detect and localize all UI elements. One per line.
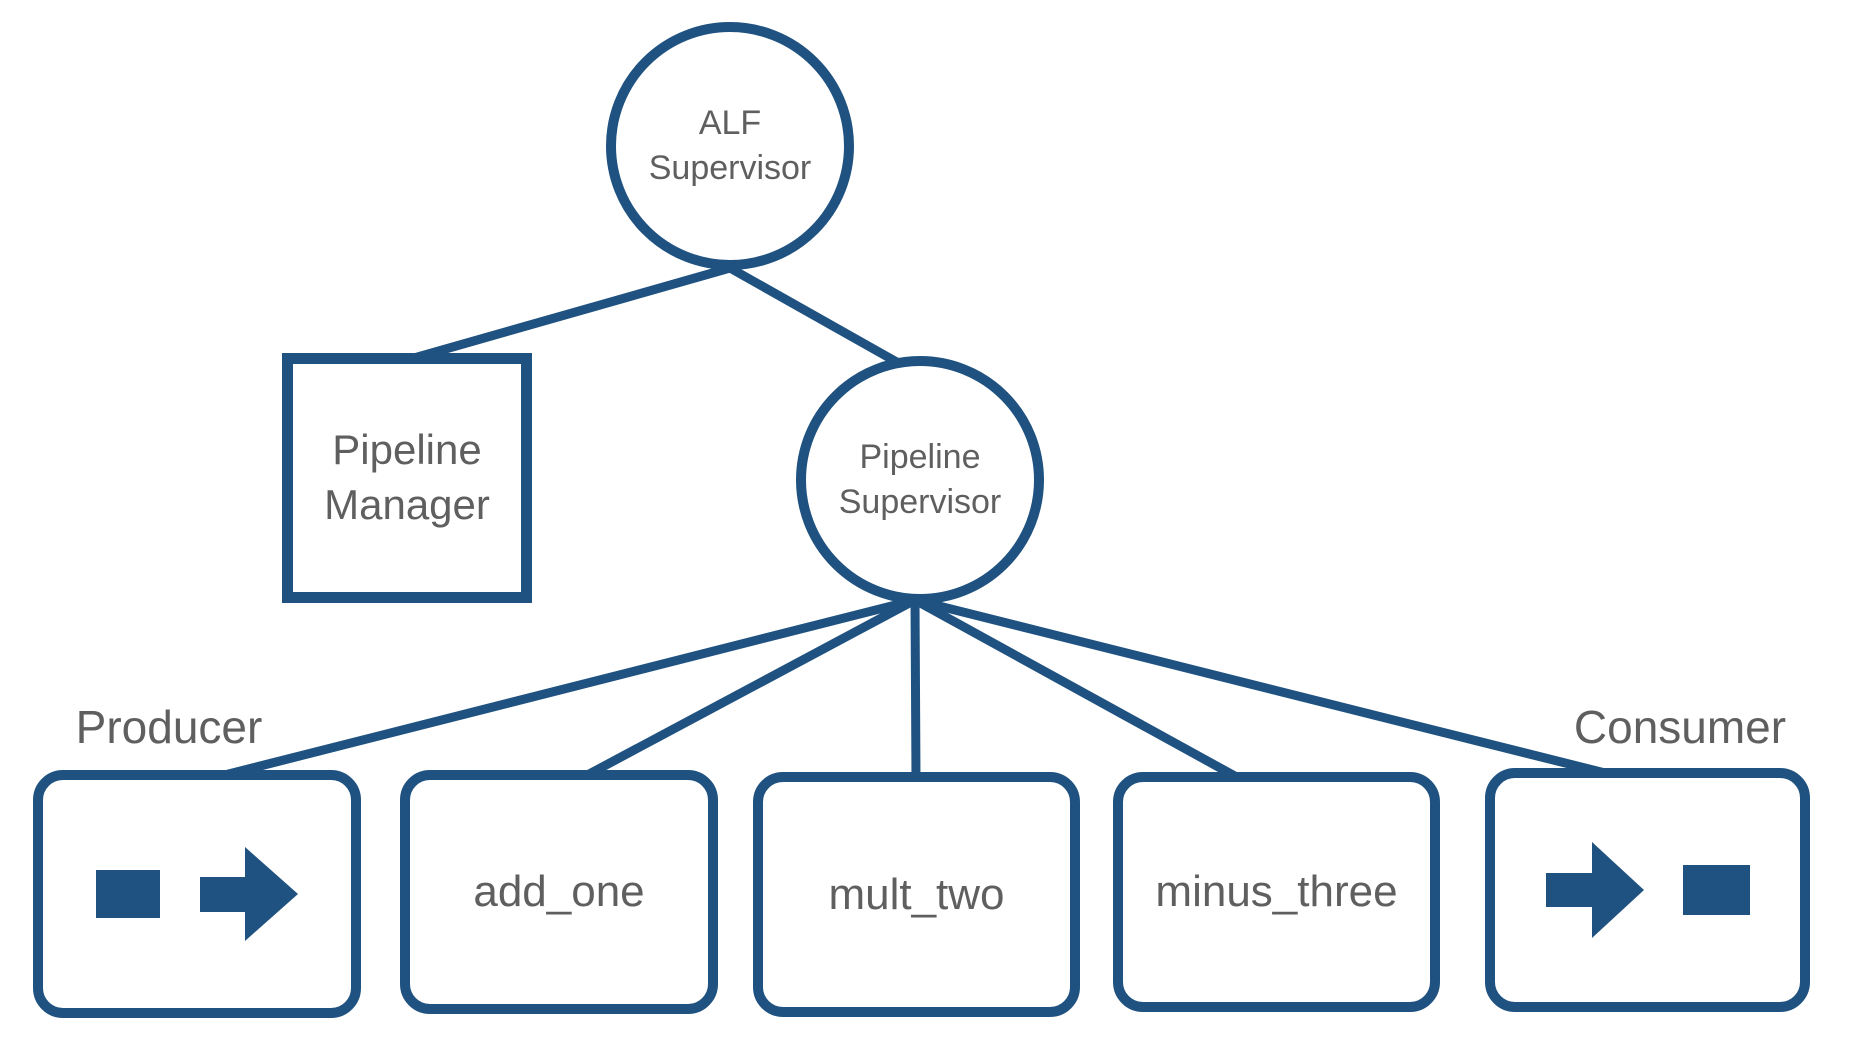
alf-supervisor-node: ALF Supervisor [606, 22, 854, 270]
add-one-label: add_one [473, 867, 645, 916]
pipeline-manager-node: Pipeline Manager [282, 353, 532, 603]
pipeline-supervisor-label-line1: Pipeline [859, 438, 981, 477]
arrow-shaft-glyph [200, 877, 245, 912]
square-glyph [1682, 865, 1750, 915]
square-then-arrow-right-icon [96, 847, 298, 941]
square-glyph [96, 870, 160, 918]
minus-three-label: minus_three [1155, 867, 1398, 916]
pipeline-supervisor-node: Pipeline Supervisor [796, 356, 1044, 604]
mult-two-label: mult_two [828, 869, 1005, 919]
alf-supervisor-label-line1: ALF [698, 104, 762, 143]
edge-supervisor-to-mult-two [910, 595, 921, 785]
edge-supervisor-to-producer [200, 595, 920, 785]
arrow-right-then-square-icon [1545, 842, 1750, 938]
mult-two-node: mult_two [753, 772, 1080, 1017]
pipeline-manager-label-line1: Pipeline [332, 426, 482, 474]
edge-alf-to-manager [395, 263, 735, 367]
pipeline-supervisor-label-line2: Supervisor [838, 483, 1002, 521]
pipeline-manager-label-line2: Manager [324, 481, 490, 528]
edge-supervisor-to-consumer [910, 595, 1630, 783]
minus-three-node: minus_three [1113, 772, 1440, 1012]
arrow-head-glyph [245, 847, 298, 941]
edge-supervisor-to-add-one [573, 595, 920, 785]
arrow-head-glyph [1591, 842, 1644, 938]
edge-supervisor-to-minus-three [910, 595, 1247, 785]
arrow-shaft-glyph [1545, 873, 1592, 907]
producer-node [33, 770, 361, 1018]
consumer-caption: Consumer [1573, 701, 1787, 753]
producer-caption: Producer [75, 701, 263, 753]
alf-supervisor-label-line2: Supervisor [648, 149, 812, 187]
add-one-node: add_one [400, 770, 718, 1014]
consumer-node [1485, 768, 1810, 1012]
